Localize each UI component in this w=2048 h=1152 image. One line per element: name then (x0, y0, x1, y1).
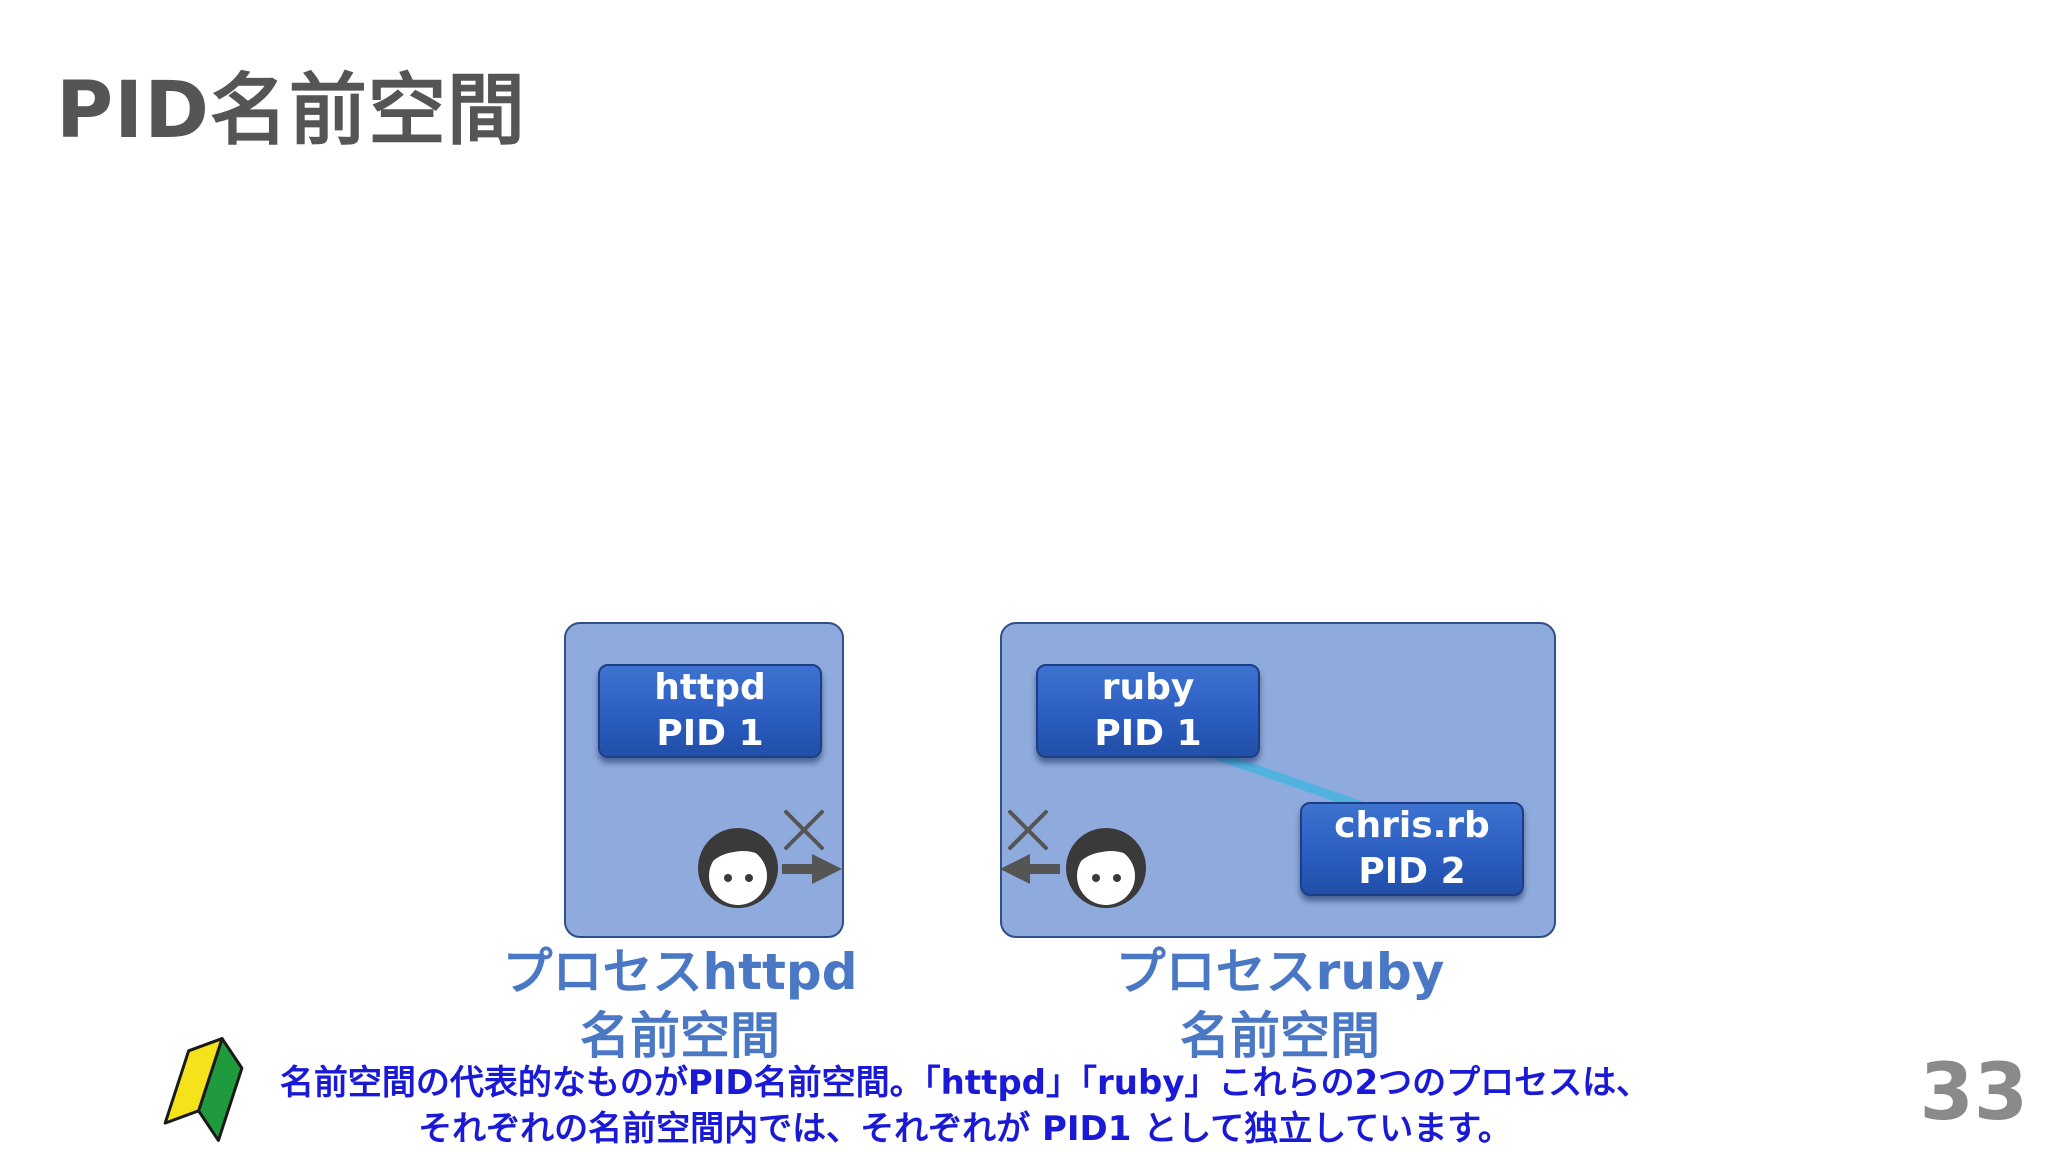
slide-title: PID名前空間 (56, 66, 526, 156)
process-pid: PID 1 (1094, 713, 1202, 754)
process-box-chris-rb: chris.rb PID 2 (1300, 802, 1524, 896)
namespace-label-line1: プロセスruby (1115, 943, 1445, 1001)
process-box-ruby: ruby PID 1 (1036, 664, 1260, 758)
process-name: ruby (1101, 667, 1195, 708)
cross-icon (784, 810, 824, 850)
page-number: 33 (1919, 1048, 2028, 1138)
process-connector-line (1213, 751, 1367, 811)
namespace-label-line1: プロセスhttpd (502, 943, 858, 1001)
process-pid: PID 1 (656, 713, 764, 754)
caption-line-1: 名前空間の代表的なものがPID名前空間。「httpd」「ruby」これらの2つの… (279, 1063, 1651, 1103)
process-box-httpd: httpd PID 1 (598, 664, 822, 758)
process-name: httpd (654, 667, 766, 708)
slide-caption: 名前空間の代表的なものがPID名前空間。「httpd」「ruby」これらの2つの… (230, 1060, 1700, 1152)
arrow-left-icon (1000, 854, 1060, 884)
caption-line-2: それぞれの名前空間内では、それぞれが PID1 として独立しています。 (418, 1109, 1512, 1149)
namespace-label-httpd: プロセスhttpd 名前空間 (490, 940, 870, 1068)
process-pid: PID 2 (1358, 851, 1466, 892)
cross-icon (1008, 810, 1048, 850)
user-face-icon (1066, 828, 1146, 908)
arrow-right-icon (782, 854, 842, 884)
namespace-label-line2: 名前空間 (580, 1007, 780, 1065)
namespace-label-line2: 名前空間 (1180, 1007, 1380, 1065)
beginner-mark-icon (163, 1037, 244, 1142)
namespace-label-ruby: プロセスruby 名前空間 (1080, 940, 1480, 1068)
user-face-icon (698, 828, 778, 908)
process-name: chris.rb (1334, 805, 1490, 846)
